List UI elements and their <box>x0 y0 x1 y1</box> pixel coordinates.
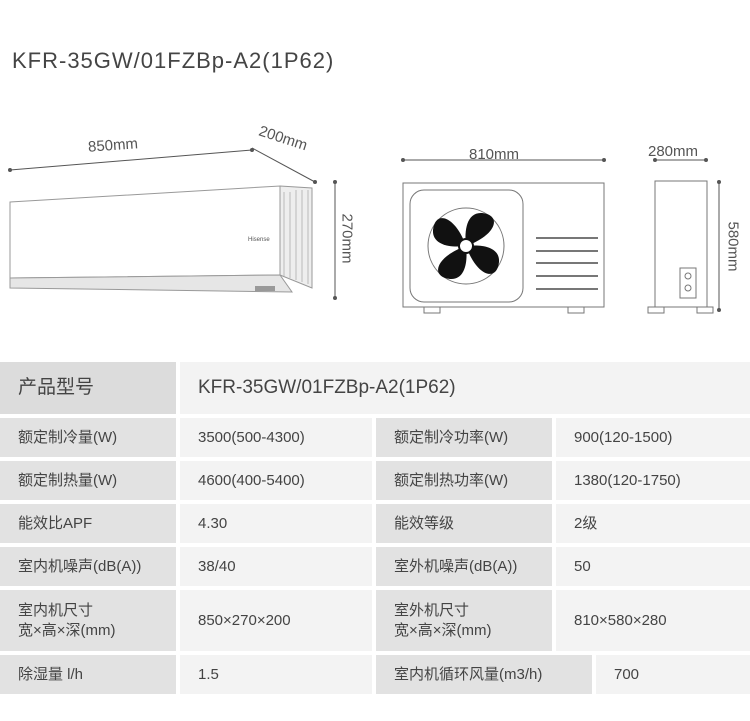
diagram-svg: Hisense <box>8 147 721 314</box>
row5-key1: 室内机尺寸 宽×高×深(mm) <box>0 590 176 651</box>
row1-val1: 3500(500-4300) <box>180 418 372 457</box>
row6-val1: 1.5 <box>180 655 372 694</box>
row4-key1: 室内机噪声(dB(A)) <box>0 547 176 586</box>
outdoor-unit-front-drawing <box>401 158 606 314</box>
model-value: KFR-35GW/01FZBp-A2(1P62) <box>180 362 750 414</box>
row3-key1: 能效比APF <box>0 504 176 543</box>
row5-val2: 810×580×280 <box>556 590 750 651</box>
indoor-unit-drawing: Hisense <box>9 185 313 293</box>
row1-val2: 900(120-1500) <box>556 418 750 457</box>
row6-val2: 700 <box>596 655 750 694</box>
row5-key2: 室外机尺寸 宽×高×深(mm) <box>376 590 552 651</box>
row3-val2: 2级 <box>556 504 750 543</box>
row6-key1: 除湿量 l/h <box>0 655 176 694</box>
row2-val2: 1380(120-1750) <box>556 461 750 500</box>
outdoor-width-label: 810mm <box>469 146 520 163</box>
dimension-diagram: Hisense <box>0 110 750 330</box>
row2-key2: 额定制热功率(W) <box>376 461 552 500</box>
indoor-height-label: 270mm <box>338 213 356 264</box>
row4-val1: 38/40 <box>180 547 372 586</box>
page-title: KFR-35GW/01FZBp-A2(1P62) <box>12 48 335 73</box>
row3-val1: 4.30 <box>180 504 372 543</box>
row3-key2: 能效等级 <box>376 504 552 543</box>
indoor-width-label: 850mm <box>87 135 139 156</box>
outdoor-depth-label: 280mm <box>648 143 699 160</box>
row5-val1: 850×270×200 <box>180 590 372 651</box>
outdoor-height-label: 580mm <box>724 221 742 272</box>
row5-key1-line1: 室内机尺寸 <box>18 601 94 619</box>
row5-key2-line2: 宽×高×深(mm) <box>394 621 492 639</box>
outdoor-unit-side-drawing <box>647 158 721 314</box>
row6-key2: 室内机循环风量(m3/h) <box>376 655 592 694</box>
brand-logo-text: Hisense <box>248 237 270 243</box>
model-label: 产品型号 <box>0 362 176 414</box>
row5-key1-line2: 宽×高×深(mm) <box>18 621 116 639</box>
row4-key2: 室外机噪声(dB(A)) <box>376 547 552 586</box>
row2-key1: 额定制热量(W) <box>0 461 176 500</box>
row5-key2-line1: 室外机尺寸 <box>394 601 470 619</box>
row4-val2: 50 <box>556 547 750 586</box>
row2-val1: 4600(400-5400) <box>180 461 372 500</box>
row1-key2: 额定制冷功率(W) <box>376 418 552 457</box>
row1-key1: 额定制冷量(W) <box>0 418 176 457</box>
